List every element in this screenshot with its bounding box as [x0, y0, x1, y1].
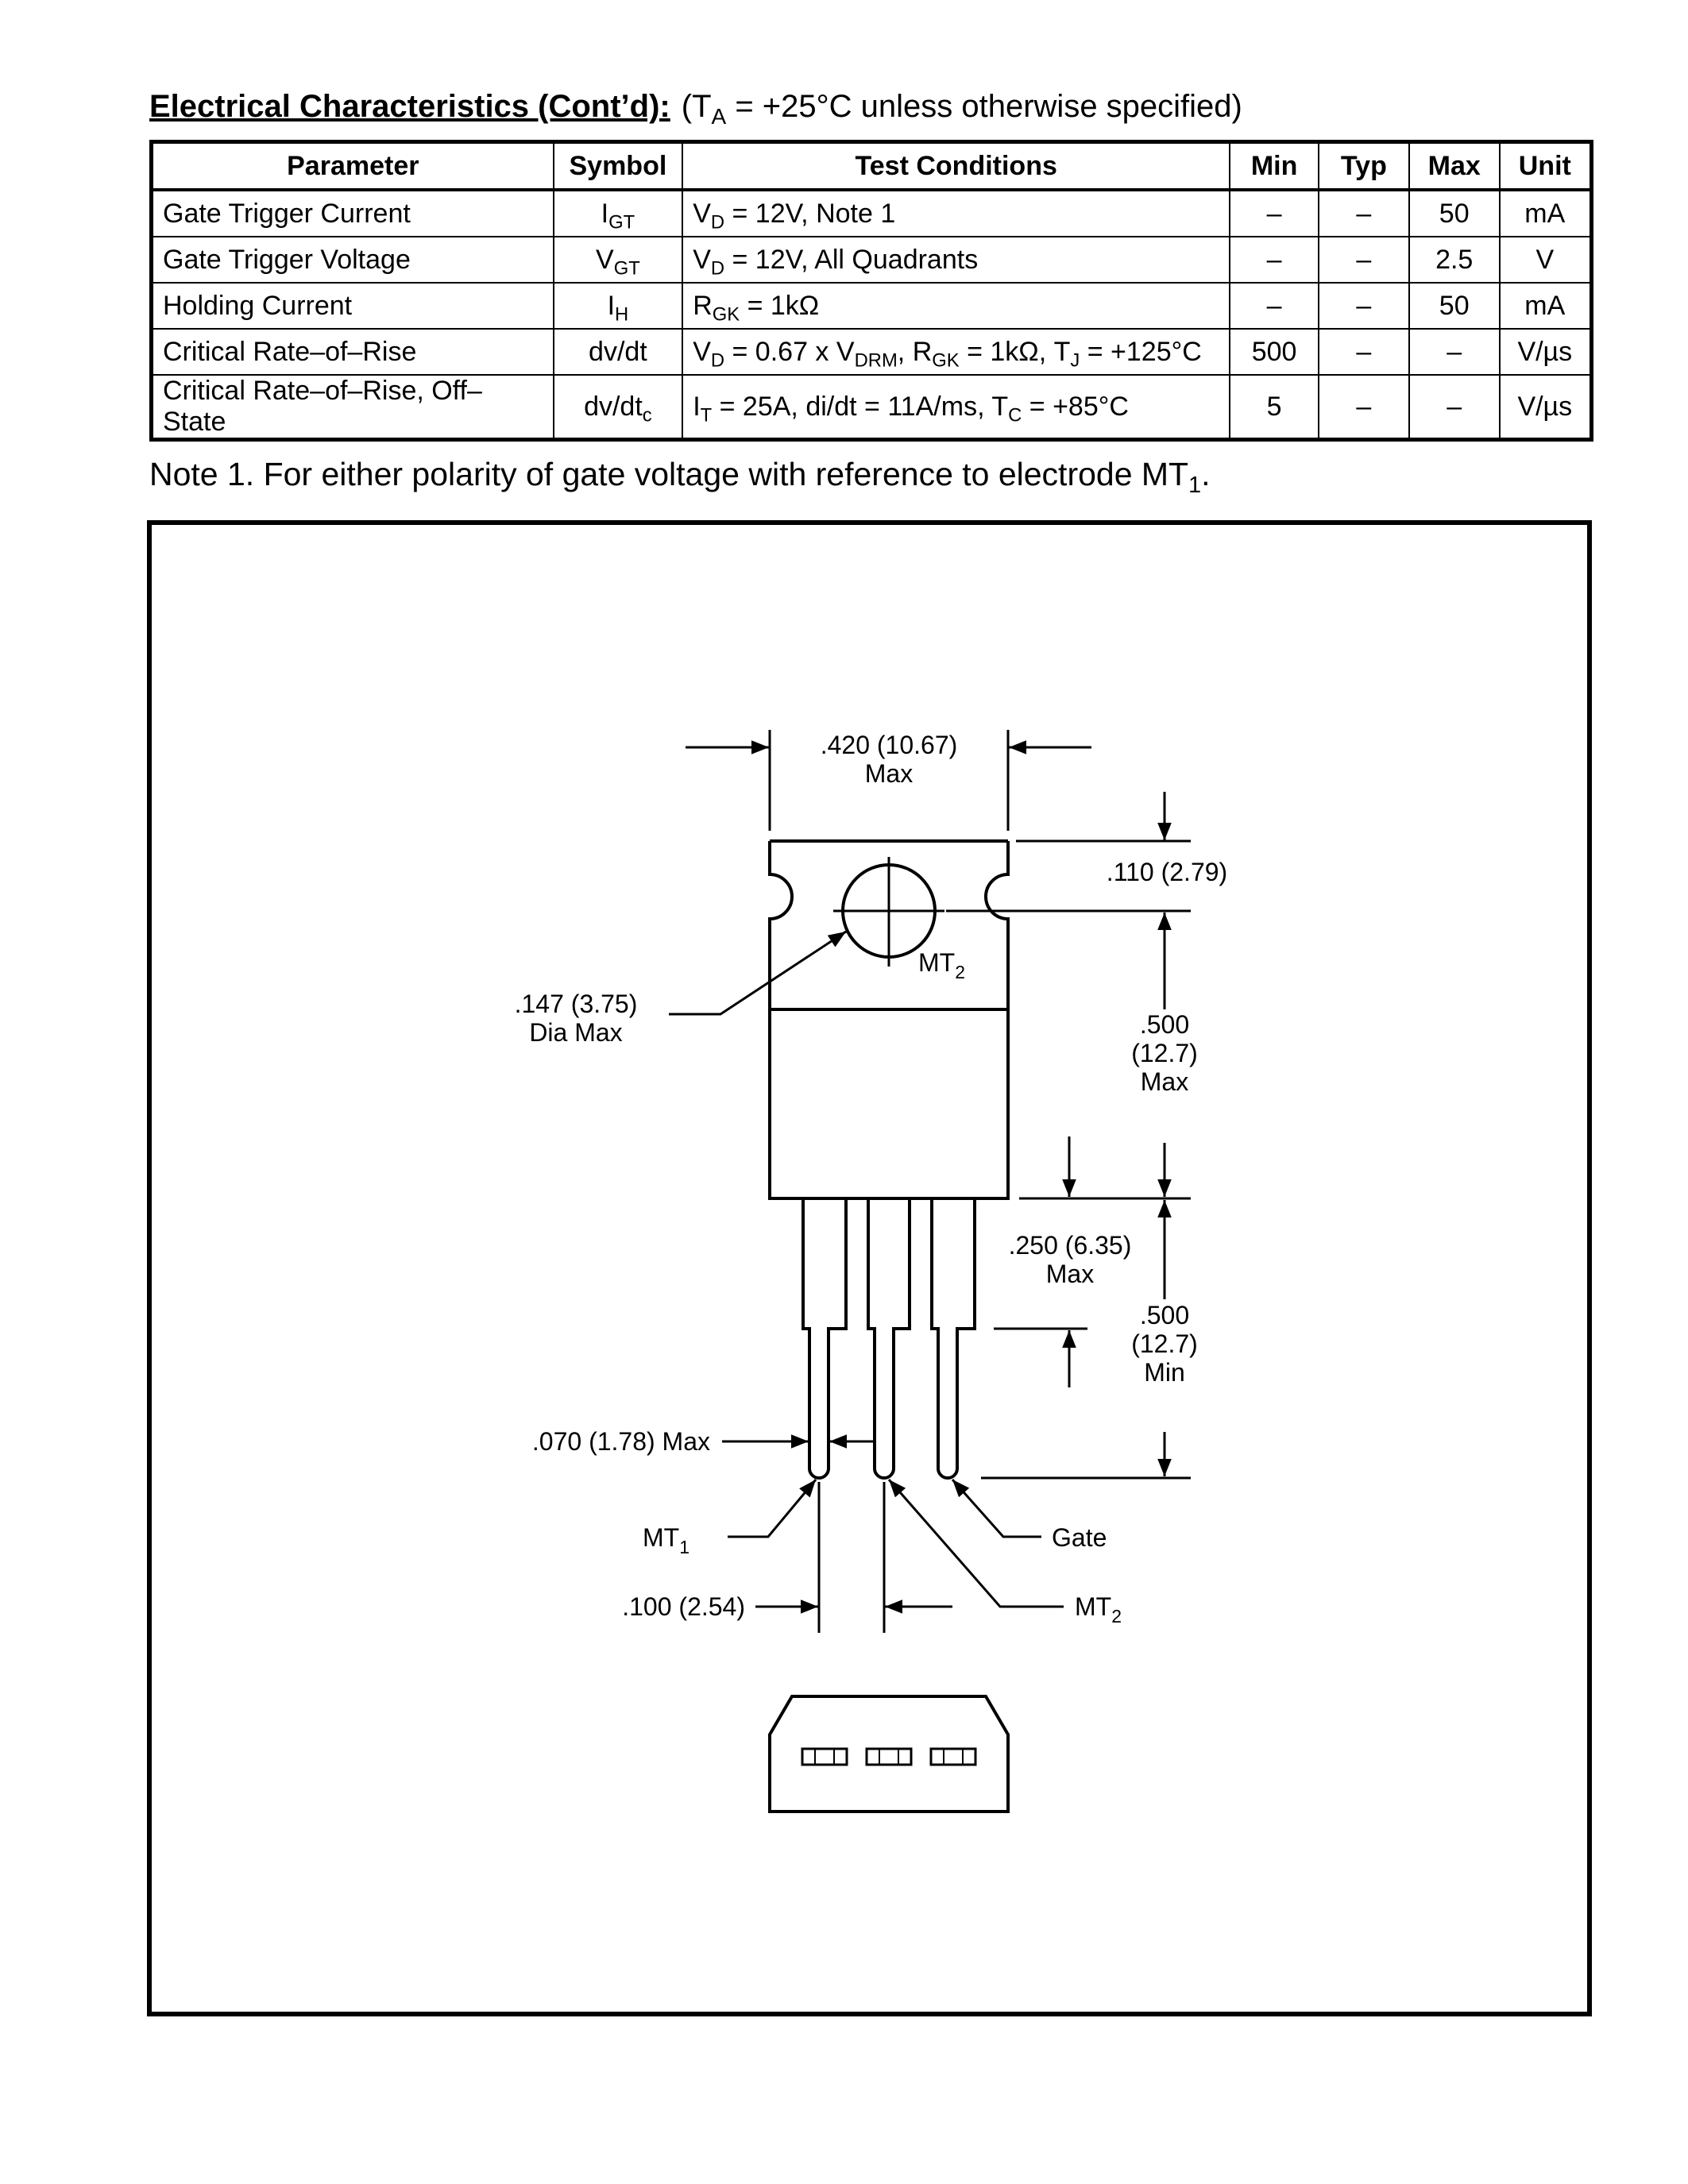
- end-view-lead-mt1: [801, 1747, 848, 1766]
- cell-test-conditions: VD = 0.67 x VDRM, RGK = 1kΩ, TJ = +125°C: [682, 328, 1231, 376]
- cell-symbol: dv/dt: [552, 328, 684, 376]
- cell-typ: –: [1317, 328, 1410, 376]
- dim-width-label: .420 (10.67): [821, 731, 958, 759]
- dim-shoulder-label-1: .250 (6.35): [1009, 1231, 1132, 1260]
- heading-conditions: (TA = +25°C unless otherwise specified): [681, 89, 1242, 129]
- dim-lead-label-3: Min: [1144, 1358, 1185, 1387]
- end-view-outline: [768, 1695, 1010, 1813]
- col-header-typ: Typ: [1317, 141, 1410, 191]
- col-header-min: Min: [1229, 141, 1319, 191]
- cell-parameter: Gate Trigger Voltage: [150, 236, 554, 284]
- leader-mt2: [887, 1479, 1064, 1608]
- leader-mt1: [728, 1479, 817, 1538]
- cell-min: 5: [1229, 374, 1319, 441]
- package-drawing-frame: .420 (10.67) Max .110 (2.79) .147 (3.75)…: [147, 520, 1592, 2016]
- electrical-characteristics-table: Parameter Symbol Test Conditions Min Typ…: [149, 140, 1593, 442]
- cell-test-conditions: VD = 12V, Note 1: [682, 189, 1231, 237]
- dim-body-label-3: Max: [1141, 1067, 1188, 1096]
- col-header-parameter: Parameter: [150, 141, 554, 191]
- cell-symbol: dv/dtc: [552, 374, 684, 441]
- cell-symbol: IGT: [552, 189, 684, 237]
- end-view-lead-gate: [929, 1747, 977, 1766]
- cell-test-conditions: RGK = 1kΩ: [682, 282, 1231, 330]
- dim-body-label-1: .500: [1140, 1010, 1189, 1039]
- leader-hole: [669, 930, 847, 1016]
- cell-parameter: Holding Current: [150, 282, 554, 330]
- dim-lead-label-2: (12.7): [1131, 1329, 1198, 1358]
- cell-typ: –: [1317, 236, 1410, 284]
- pin-mt2-label: MT2: [1075, 1592, 1122, 1626]
- cell-unit: mA: [1498, 282, 1593, 330]
- dim-body-label-2: (12.7): [1131, 1039, 1198, 1067]
- cell-unit: mA: [1498, 189, 1593, 237]
- col-header-unit: Unit: [1498, 141, 1593, 191]
- lead-gate: [930, 1198, 976, 1480]
- cell-parameter: Gate Trigger Current: [150, 189, 554, 237]
- lead-mt1: [802, 1198, 848, 1480]
- cell-min: 500: [1229, 328, 1319, 376]
- cell-parameter: Critical Rate–of–Rise: [150, 328, 554, 376]
- cell-min: –: [1229, 282, 1319, 330]
- cell-min: –: [1229, 236, 1319, 284]
- heading-title: Electrical Characteristics (Cont’d):: [149, 89, 670, 124]
- dim-lead-label-1: .500: [1140, 1301, 1189, 1329]
- to220-package-outline-drawing: .420 (10.67) Max .110 (2.79) .147 (3.75)…: [515, 730, 1227, 1813]
- cell-max: 50: [1408, 282, 1501, 330]
- cell-unit: V/µs: [1498, 328, 1593, 376]
- pin-gate-label: Gate: [1052, 1523, 1107, 1552]
- dim-hole-note: Dia Max: [529, 1018, 622, 1047]
- cell-unit: V/µs: [1498, 374, 1593, 441]
- cell-test-conditions: VD = 12V, All Quadrants: [682, 236, 1231, 284]
- cell-max: –: [1408, 328, 1501, 376]
- dim-width-max-label: Max: [865, 759, 913, 788]
- col-header-max: Max: [1408, 141, 1501, 191]
- end-view-lead-mt2: [865, 1747, 913, 1766]
- pin-mt1-label: MT1: [643, 1523, 689, 1557]
- tab-mt2-label: MT2: [918, 948, 965, 982]
- cell-test-conditions: IT = 25A, di/dt = 11A/ms, TC = +85°C: [682, 374, 1231, 441]
- cell-max: –: [1408, 374, 1501, 441]
- cell-min: –: [1229, 189, 1319, 237]
- dim-shoulder-label-2: Max: [1046, 1260, 1094, 1288]
- cell-max: 2.5: [1408, 236, 1501, 284]
- mounting-tab-outline: [768, 839, 1010, 1009]
- cell-typ: –: [1317, 282, 1410, 330]
- dim-pitch-label: .100 (2.54): [622, 1592, 745, 1621]
- table-header-row: Parameter Symbol Test Conditions Min Typ…: [150, 141, 1593, 191]
- cell-typ: –: [1317, 189, 1410, 237]
- package-body-outline: [768, 1009, 1010, 1200]
- dim-hole-label: .147 (3.75): [515, 990, 638, 1018]
- cell-typ: –: [1317, 374, 1410, 441]
- lead-mt2: [867, 1198, 911, 1480]
- col-header-test-conditions: Test Conditions: [682, 141, 1231, 191]
- dim-lead-width-label: .070 (1.78) Max: [532, 1427, 710, 1456]
- leader-gate: [951, 1479, 1041, 1538]
- dim-tab-top-label: .110 (2.79): [1107, 858, 1227, 886]
- cell-unit: V: [1498, 236, 1593, 284]
- cell-symbol: IH: [552, 282, 684, 330]
- cell-parameter: Critical Rate–of–Rise, Off–State: [150, 374, 554, 441]
- note-1: Note 1. For either polarity of gate volt…: [149, 456, 1211, 499]
- col-header-symbol: Symbol: [552, 141, 684, 191]
- cell-symbol: VGT: [552, 236, 684, 284]
- cell-max: 50: [1408, 189, 1501, 237]
- section-heading: Electrical Characteristics (Cont’d): (TA …: [149, 89, 1242, 129]
